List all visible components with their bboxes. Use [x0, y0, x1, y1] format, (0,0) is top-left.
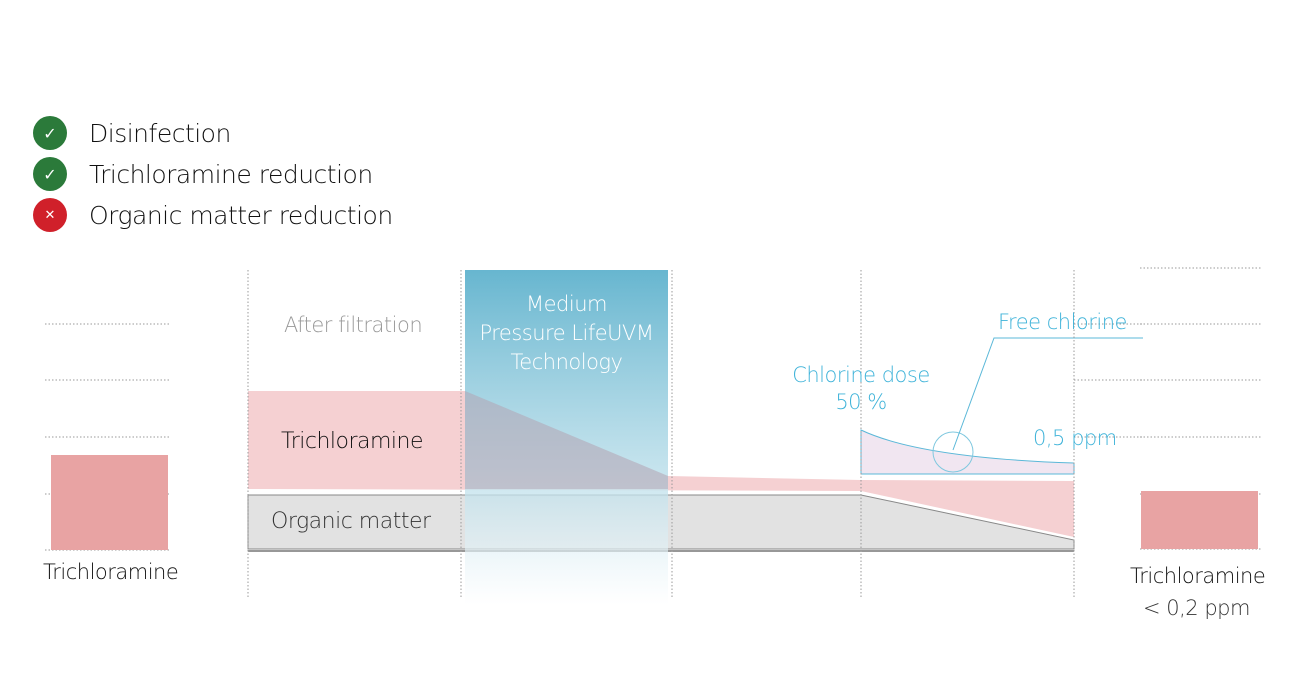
- organic-matter-label: Organic matter: [271, 509, 431, 534]
- leader-line: [952, 337, 1143, 451]
- legend-label: Disinfection: [89, 118, 231, 148]
- left-trichloramine-label: Trichloramine: [43, 560, 179, 584]
- ppm-label: 0,5 ppm: [1033, 426, 1117, 450]
- chlorine-dose-text: Chlorine dose: [792, 363, 930, 387]
- check-icon: ✓: [33, 116, 67, 150]
- right-trichloramine-bar: [1141, 491, 1258, 549]
- uv-technology-label: Medium Pressure LifeUVM Technology: [465, 290, 668, 377]
- trichloramine-band-label: Trichloramine: [281, 429, 424, 454]
- uv-line-1: Medium: [526, 292, 607, 316]
- free-chlorine-label: Free chlorine: [998, 310, 1127, 334]
- stage-dividers: [247, 270, 1075, 598]
- uv-line-2: Pressure LifeUVM: [479, 321, 654, 345]
- trichloramine-band: [248, 391, 1074, 537]
- legend-label: Organic matter reduction: [89, 200, 393, 230]
- check-icon: ✓: [33, 157, 67, 191]
- legend-label: Trichloramine reduction: [89, 159, 373, 189]
- legend-organic-matter-reduction: ✕ Organic matter reduction: [33, 198, 393, 232]
- chlorine-dose-label: Chlorine dose 50 %: [788, 362, 934, 416]
- uv-line-3: Technology: [510, 350, 623, 374]
- left-trichloramine-bar: [51, 455, 168, 550]
- legend-disinfection: ✓ Disinfection: [33, 116, 231, 150]
- right-trichloramine-value: < 0,2 ppm: [1143, 596, 1250, 620]
- highlight-circle: [932, 431, 974, 473]
- legend-trichloramine-reduction: ✓ Trichloramine reduction: [33, 157, 373, 191]
- after-filtration-label: After filtration: [284, 313, 423, 337]
- cross-icon: ✕: [33, 198, 67, 232]
- chlorine-dose-percent: 50 %: [835, 390, 887, 414]
- right-trichloramine-label: Trichloramine: [1130, 564, 1266, 588]
